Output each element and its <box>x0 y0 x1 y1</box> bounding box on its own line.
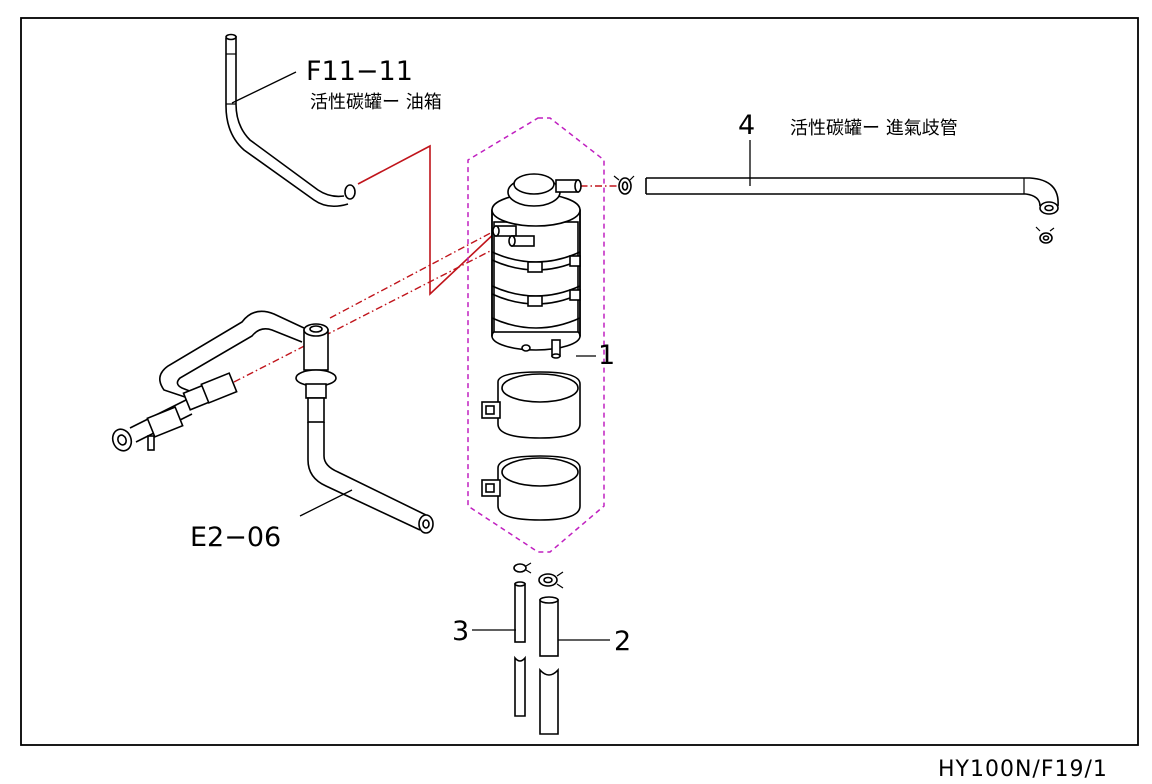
hose-clamp-icon <box>613 175 635 195</box>
label-part-4-description: 活性碳罐ー 進氣歧管 <box>790 118 958 139</box>
label-part-4: 4 <box>738 110 755 141</box>
hose-part-2 <box>538 571 564 735</box>
canister-bracket-lower <box>481 455 581 521</box>
hose-e2-06 <box>111 310 434 534</box>
leader-lines <box>231 71 751 641</box>
label-e2-06: E2−06 <box>190 522 281 553</box>
intake-connection-line-upper <box>329 227 501 319</box>
drawing-code: HY100N/F19/1 <box>938 757 1108 782</box>
label-part-2: 2 <box>614 626 631 657</box>
label-f11-11: F11−11 <box>306 56 413 87</box>
drawing-frame <box>20 17 1139 746</box>
hose-part-4 <box>645 177 1059 215</box>
part-1-group-outline <box>467 117 605 553</box>
canister-bracket-upper <box>481 371 581 439</box>
intake-connection-line-lower <box>233 245 501 383</box>
tank-connection-line <box>357 144 499 296</box>
label-part-3: 3 <box>452 616 469 647</box>
hose-f11-11 <box>225 33 356 208</box>
label-f11-11-description: 活性碳罐ー 油箱 <box>310 92 442 113</box>
connection-lines <box>233 144 618 383</box>
hose-part-3 <box>513 562 532 717</box>
charcoal-canister <box>491 173 582 359</box>
label-part-1: 1 <box>598 340 615 371</box>
hose-clamp-icon <box>1035 226 1055 244</box>
